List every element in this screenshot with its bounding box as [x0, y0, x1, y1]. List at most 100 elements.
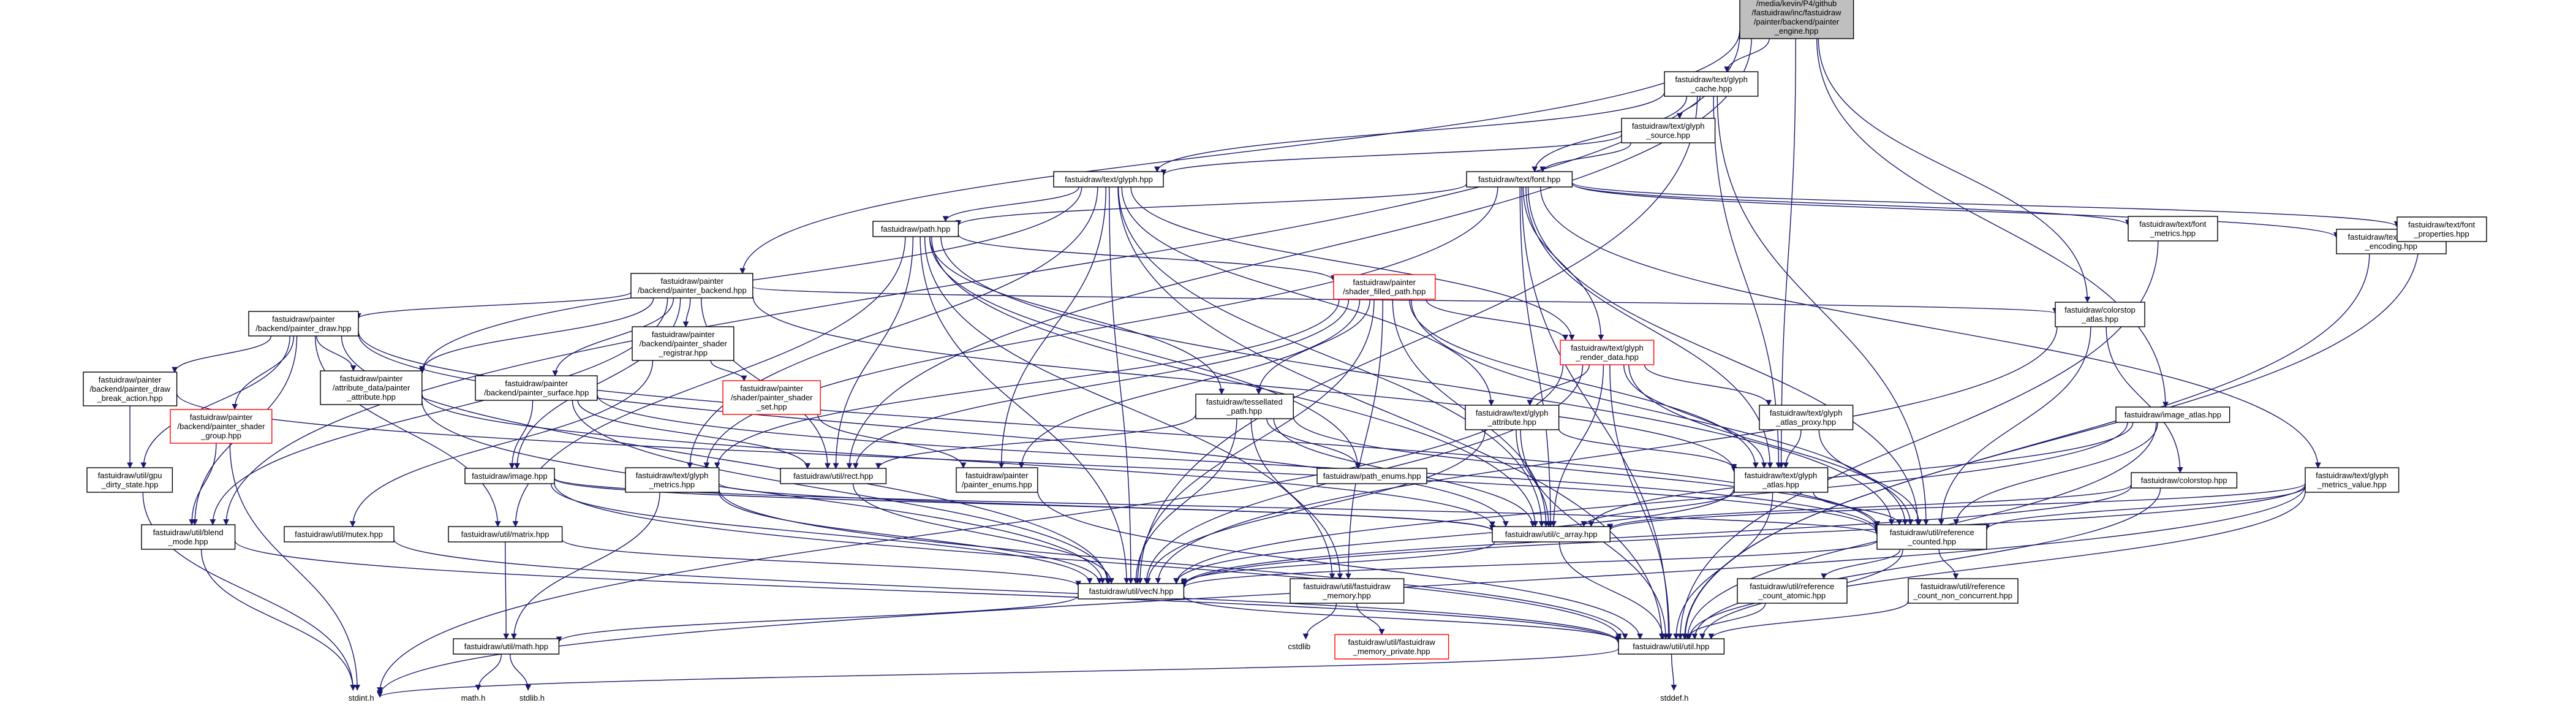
- node-stdint[interactable]: stdint.h: [349, 693, 374, 703]
- node-label-line: _cache.hpp: [1690, 84, 1732, 93]
- node-label-line: _metrics.hpp: [649, 480, 695, 489]
- node-label-line: fastuidraw/text/font.hpp: [1478, 175, 1560, 184]
- node-label-line: fastuidraw/text/glyph: [1632, 121, 1705, 131]
- node-ref-non-concurrent[interactable]: fastuidraw/util/reference_count_non_conc…: [1908, 578, 2019, 604]
- node-label-line: _attribute.hpp: [346, 392, 396, 402]
- node-stddef[interactable]: stddef.h: [1660, 693, 1688, 703]
- node-glyph-render-data[interactable]: fastuidraw/text/glyph_render_data.hpp: [1560, 340, 1655, 365]
- node-label-line: _properties.hpp: [2413, 229, 2469, 238]
- edge-shader-registrar-to-painter-shader-set: [710, 360, 747, 382]
- node-blend-mode[interactable]: fastuidraw/util/blend_mode.hpp: [141, 524, 236, 550]
- node-stdlib-h[interactable]: stdlib.h: [519, 693, 545, 703]
- node-tessellated-path[interactable]: fastuidraw/tessellated_path.hpp: [1195, 394, 1294, 419]
- node-c-array[interactable]: fastuidraw/util/c_array.hpp: [1492, 526, 1611, 543]
- edge-root-to-colorstop-atlas: [1818, 38, 2091, 303]
- node-text-font[interactable]: fastuidraw/text/font.hpp: [1466, 171, 1573, 188]
- edge-vecN-to-util: [1184, 596, 1622, 642]
- node-colorstop-atlas[interactable]: fastuidraw/colorstop_atlas.hpp: [2055, 302, 2145, 327]
- edge-glyph-metrics-value-to-ref-counted: [1984, 486, 2306, 530]
- node-glyph-cache[interactable]: fastuidraw/text/glyph_cache.hpp: [1664, 71, 1759, 97]
- node-painter-backend[interactable]: fastuidraw/painter/backend/painter_backe…: [630, 273, 754, 299]
- node-font-metrics[interactable]: fastuidraw/text/font_metrics.hpp: [2128, 216, 2218, 242]
- node-label-line: fastuidraw/text/glyph: [636, 471, 709, 480]
- node-matrix[interactable]: fastuidraw/util/matrix.hpp: [448, 526, 563, 543]
- node-label-line: fastuidraw/util/math.hpp: [464, 642, 548, 651]
- node-label-line: _counted.hpp: [1907, 537, 1956, 546]
- edge-shader-filled-to-fastuidraw-memory: [1345, 299, 1383, 580]
- node-glyph-atlas[interactable]: fastuidraw/text/glyph_atlas.hpp: [1734, 467, 1829, 493]
- node-memory-private[interactable]: fastuidraw/util/fastuidraw_memory_privat…: [1334, 634, 1449, 660]
- node-glyph-atlas-proxy[interactable]: fastuidraw/text/glyph_atlas_proxy.hpp: [1759, 405, 1854, 430]
- node-image-atlas[interactable]: fastuidraw/image_atlas.hpp: [2115, 406, 2230, 423]
- node-painter-surface[interactable]: fastuidraw/painter/backend/painter_surfa…: [475, 375, 598, 401]
- edge-glyph-render-data-to-glyph-attribute: [1527, 364, 1590, 406]
- node-path[interactable]: fastuidraw/path.hpp: [872, 221, 959, 237]
- edge-glyph-cache-to-text-font: [1532, 96, 1687, 173]
- edge-vecN-to-math: [556, 595, 1079, 643]
- node-label-line: _memory_private.hpp: [1353, 647, 1430, 656]
- edge-colorstop-atlas-to-vecN: [1155, 326, 2058, 584]
- edge-attribute-data-to-vecN: [421, 401, 1106, 584]
- edge-text-font-to-c-array: [1519, 187, 1554, 527]
- edge-math-to-stdlib-h: [510, 654, 531, 691]
- edge-shader-filled-to-tessellated-path: [1255, 299, 1370, 395]
- node-label-line: fastuidraw/painter: [740, 384, 803, 393]
- node-label-line: /shader_filled_path.hpp: [1343, 287, 1426, 296]
- node-fastuidraw-memory[interactable]: fastuidraw/util/fastuidraw_memory.hpp: [1290, 578, 1405, 604]
- edge-path-to-shader-filled: [958, 234, 1337, 281]
- node-painter-shader-set[interactable]: fastuidraw/painter/shader/painter_shader…: [722, 380, 821, 415]
- node-shader-filled[interactable]: fastuidraw/painter/shader_filled_path.hp…: [1333, 274, 1436, 300]
- node-glyph-attribute[interactable]: fastuidraw/text/glyph_attribute.hpp: [1465, 405, 1560, 430]
- node-util[interactable]: fastuidraw/util/util.hpp: [1618, 638, 1725, 655]
- node-gpu-dirty[interactable]: fastuidraw/util/gpu_dirty_state.hpp: [86, 467, 173, 493]
- node-glyph-source[interactable]: fastuidraw/text/glyph_source.hpp: [1621, 118, 1716, 143]
- node-attribute-data[interactable]: fastuidraw/painter/attribute_data/painte…: [320, 370, 423, 405]
- node-label-line: fastuidraw/util/reference: [1921, 582, 2005, 591]
- edge-root-to-blend-mode: [223, 35, 1740, 525]
- node-mutex[interactable]: fastuidraw/util/mutex.hpp: [284, 526, 395, 543]
- node-math-h[interactable]: math.h: [461, 693, 486, 703]
- node-label-line: /fastuidraw/inc/fastuidraw: [1752, 8, 1842, 17]
- edge-painter-draw-to-c-array: [358, 333, 1509, 527]
- node-painter-enums[interactable]: fastuidraw/painter/painter_enums.hpp: [956, 467, 1038, 493]
- node-label-line: _dirty_state.hpp: [101, 480, 159, 489]
- node-box: [464, 468, 555, 484]
- node-label-line: fastuidraw/path_enums.hpp: [1323, 471, 1421, 481]
- node-label-line: _count_atomic.hpp: [1758, 591, 1826, 600]
- node-label-line: fastuidraw/text/font: [2408, 220, 2475, 229]
- node-vecN[interactable]: fastuidraw/util/vecN.hpp: [1078, 583, 1185, 600]
- edge-shader-filled-to-glyph-atlas: [1409, 299, 1759, 469]
- node-painter-draw[interactable]: fastuidraw/painter/backend/painter_draw.…: [248, 311, 359, 337]
- node-math[interactable]: fastuidraw/util/math.hpp: [453, 638, 560, 655]
- node-ref-atomic[interactable]: fastuidraw/util/reference_count_atomic.h…: [1737, 578, 1848, 604]
- node-painter-draw-break[interactable]: fastuidraw/painter/backend/painter_draw_…: [83, 371, 178, 406]
- node-ref-counted[interactable]: fastuidraw/util/reference_counted.hpp: [1876, 524, 1987, 550]
- node-box: [1737, 578, 1848, 604]
- node-layer: /media/kevin/P4/github/fastuidraw/inc/fa…: [83, 0, 2487, 703]
- node-label-line: _break_action.hpp: [97, 394, 163, 403]
- edge-glyph-attribute-to-vecN: [1145, 430, 1486, 584]
- edge-glyph-cache-to-vecN: [1137, 96, 1698, 584]
- node-path-enums[interactable]: fastuidraw/path_enums.hpp: [1316, 468, 1427, 484]
- node-text-glyph[interactable]: fastuidraw/text/glyph.hpp: [1053, 171, 1164, 188]
- edge-text-glyph-to-painter-enums: [998, 187, 1106, 469]
- edge-shader-filled-to-rect: [852, 299, 1350, 470]
- node-shader-registrar[interactable]: fastuidraw/painter/backend/painter_shade…: [632, 326, 735, 361]
- node-glyph-metrics[interactable]: fastuidraw/text/glyph_metrics.hpp: [625, 467, 720, 493]
- edge-blend-mode-to-stdint: [201, 549, 357, 691]
- node-label-line: _engine.hpp: [1774, 26, 1819, 36]
- node-glyph-metrics-value[interactable]: fastuidraw/text/glyph_metrics_value.hpp: [2305, 467, 2400, 493]
- node-box: [170, 409, 273, 444]
- node-shader-group[interactable]: fastuidraw/painter/backend/painter_shade…: [170, 409, 273, 444]
- node-cstdlib[interactable]: cstdlib: [1288, 642, 1310, 651]
- node-font-properties[interactable]: fastuidraw/text/font_properties.hpp: [2397, 216, 2487, 242]
- node-rect[interactable]: fastuidraw/util/rect.hpp: [780, 468, 887, 484]
- edge-font-properties-to-util: [1682, 241, 2420, 640]
- node-image[interactable]: fastuidraw/image.hpp: [464, 468, 555, 484]
- edge-painter-draw-break-to-ref-counted: [176, 393, 1880, 533]
- node-colorstop[interactable]: fastuidraw/colorstop.hpp: [2131, 472, 2238, 489]
- edge-shader-filled-to-glyph-render-data: [1426, 299, 1569, 341]
- edge-colorstop-to-util: [1691, 487, 2161, 640]
- node-label-line: fastuidraw/colorstop: [2064, 305, 2136, 314]
- node-label-line: /shader/painter_shader: [731, 393, 813, 402]
